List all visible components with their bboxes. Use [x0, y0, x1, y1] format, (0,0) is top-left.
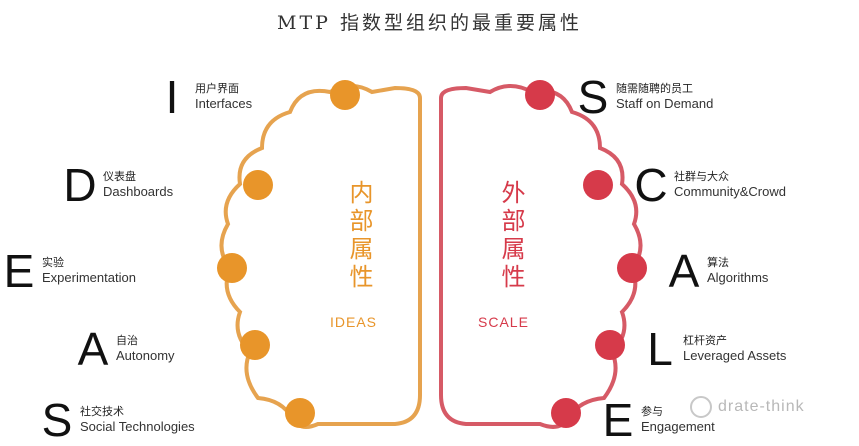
scale-item-letter: A: [668, 245, 700, 297]
ideas-node-1: [330, 80, 360, 110]
ideas-node-3: [217, 253, 247, 283]
scale-item-en: Staff on Demand: [616, 96, 714, 111]
ideas-item-en: Autonomy: [116, 348, 175, 363]
ideas-item-en: Dashboards: [103, 184, 174, 199]
watermark-text: drate-think: [718, 398, 805, 415]
scale-item-letter: L: [647, 323, 673, 375]
ideas-item-letter: I: [165, 71, 179, 123]
ideas-center-label: 内部属性: [345, 180, 373, 292]
ideas-item-zh: 社交技术: [80, 406, 124, 418]
scale-item-zh: 杠杆资产: [683, 335, 727, 347]
scale-item-en: Engagement: [641, 419, 715, 434]
ideas-item-en: Experimentation: [42, 270, 136, 285]
ideas-item-zh: 实验: [42, 257, 64, 269]
scale-center-en: SCALE: [478, 314, 529, 330]
wechat-icon: [690, 396, 712, 418]
diagram-title: MTP 指数型组织的最重要属性: [277, 12, 582, 34]
scale-node-1: [525, 80, 555, 110]
scale-item-en: Leveraged Assets: [683, 348, 787, 363]
scale-item-letter: C: [634, 159, 668, 211]
scale-node-5: [551, 398, 581, 428]
scale-item-zh: 算法: [707, 257, 729, 269]
ideas-item-zh: 仪表盘: [103, 171, 136, 183]
scale-item-en: Algorithms: [707, 270, 769, 285]
scale-center-label: 外部属性: [497, 180, 525, 292]
scale-node-3: [617, 253, 647, 283]
scale-item-zh: 参与: [641, 406, 663, 418]
ideas-item-zh: 用户界面: [195, 83, 239, 95]
scale-item-letter: S: [577, 71, 609, 123]
scale-node-2: [583, 170, 613, 200]
ideas-item-letter: A: [77, 323, 109, 375]
ideas-item-zh: 自治: [116, 335, 138, 347]
ideas-item-en: Social Technologies: [80, 419, 195, 434]
ideas-node-4: [240, 330, 270, 360]
watermark: drate-think: [690, 396, 805, 418]
scale-item-zh: 随需随聘的员工: [616, 83, 693, 95]
right-hemisphere-outline: [439, 84, 643, 429]
ideas-center-en: IDEAS: [330, 314, 378, 330]
ideas-item-letter: S: [41, 394, 73, 446]
ideas-item-letter: E: [3, 245, 35, 297]
ideas-item-en: Interfaces: [195, 96, 253, 111]
scale-item-zh: 社群与大众: [674, 171, 729, 183]
scale-item-en: Community&Crowd: [674, 184, 786, 199]
ideas-item-letter: D: [63, 159, 97, 211]
scale-item-letter: E: [602, 394, 634, 446]
ideas-node-5: [285, 398, 315, 428]
ideas-node-2: [243, 170, 273, 200]
scale-node-4: [595, 330, 625, 360]
left-hemisphere-outline: [219, 84, 422, 429]
